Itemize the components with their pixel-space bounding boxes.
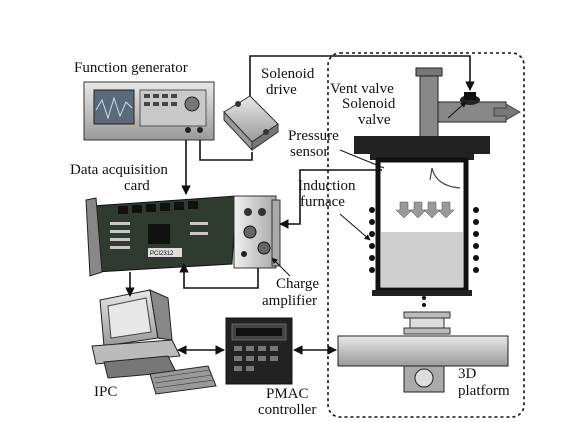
label-induction-1: Induction — [298, 178, 356, 194]
leader-solenoid-valve — [447, 101, 467, 119]
label-pressure-sensor-2: sensor — [290, 144, 328, 160]
label-solenoid-valve-1: Solenoid — [342, 96, 396, 112]
label-data-acq-2: card — [124, 178, 150, 194]
furnace-lid — [354, 136, 490, 160]
label-function-generator: Function generator — [74, 60, 188, 76]
data-acquisition-card: PCI2312 — [85, 195, 237, 277]
charge-amplifier — [233, 195, 281, 269]
induction-coils-left — [369, 207, 375, 273]
card-model-label: PCI2312 — [150, 251, 174, 257]
label-pressure-sensor-1: Pressure — [288, 128, 339, 144]
line-sensor-to-amp — [279, 169, 382, 229]
label-platform-2: platform — [458, 383, 510, 399]
label-solenoid-drive-2: drive — [266, 82, 297, 98]
pmac-controller — [225, 317, 293, 385]
label-pmac-2: controller — [258, 402, 316, 418]
furnace-enclosure — [327, 52, 525, 418]
induction-furnace — [375, 157, 469, 293]
line-fg-to-solenoid-drive — [199, 140, 253, 161]
gas-inlet-arrow — [493, 103, 522, 121]
leader-induction — [339, 213, 371, 241]
label-charge-amp-1: Charge — [276, 276, 319, 292]
ipc-computer — [91, 289, 217, 395]
label-pmac-1: PMAC — [266, 386, 309, 402]
line-drive-to-valve — [249, 55, 475, 96]
3d-platform — [337, 311, 509, 393]
label-charge-amp-2: amplifier — [262, 293, 317, 309]
label-solenoid-valve-2: valve — [358, 112, 391, 128]
label-induction-2: furnace — [300, 194, 345, 210]
label-platform-1: 3D — [458, 366, 477, 382]
induction-coils-right — [473, 207, 479, 273]
leader-pressure-sensor — [339, 149, 385, 169]
function-generator — [83, 81, 215, 141]
line-amp-to-card — [179, 263, 259, 289]
label-solenoid-drive-1: Solenoid — [261, 66, 315, 82]
label-vent-valve: Vent valve — [330, 81, 394, 97]
label-data-acq-1: Data acquisition — [70, 162, 168, 178]
furnace-base — [372, 290, 472, 296]
dotted-connector — [422, 296, 426, 307]
solenoid-drive — [223, 95, 279, 152]
leader-charge-amp — [271, 257, 291, 277]
label-ipc: IPC — [94, 384, 117, 400]
solenoid-valve — [460, 92, 480, 105]
